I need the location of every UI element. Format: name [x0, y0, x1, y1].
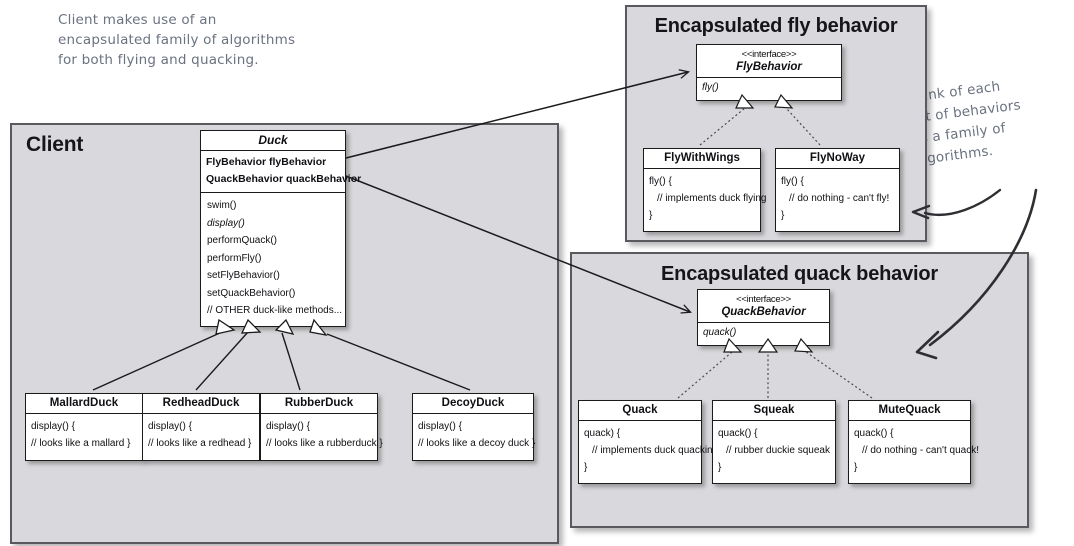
annotation-left: Client makes use of an encapsulated fami…	[58, 12, 296, 68]
decoyduck-body: display() { // looks like a decoy duck }	[418, 421, 536, 449]
flybehavior-method-fly: fly()	[702, 82, 719, 93]
class-name-mutequack: MuteQuack	[849, 401, 970, 421]
class-box-duck[interactable]: Duck FlyBehavior flyBehavior QuackBehavi…	[200, 130, 362, 327]
flywithwings-body: fly() { // implements duck flying }	[649, 176, 767, 221]
class-box-decoyduck[interactable]: DecoyDuck display() { // looks like a de…	[412, 393, 536, 461]
duck-method-setquackbehavior: setQuackBehavior()	[207, 287, 296, 299]
class-name-duck: Duck	[201, 131, 345, 151]
panel-quack-title: Encapsulated quack behavior	[661, 263, 938, 285]
duck-field-flybehavior: FlyBehavior flyBehavior	[206, 156, 327, 168]
duck-methods: swim() display() performQuack() performF…	[201, 193, 345, 326]
stereotype-interface: <<interface>>	[741, 49, 797, 60]
class-box-quack[interactable]: Quack quack) { // implements duck quacki…	[578, 400, 719, 484]
duck-method-other-comment: // OTHER duck-like methods...	[207, 305, 343, 316]
flybehavior-methods: fly()	[697, 78, 841, 100]
class-box-squeak[interactable]: Squeak quack() { // rubber duckie squeak…	[712, 400, 836, 484]
interface-box-quackbehavior[interactable]: <<interface>> QuackBehavior quack()	[697, 289, 830, 346]
panel-client-title: Client	[26, 133, 84, 156]
class-box-mallardduck[interactable]: MallardDuck display() { // looks like a …	[25, 393, 143, 461]
duck-method-setflybehavior: setFlyBehavior()	[207, 270, 280, 281]
class-box-mutequack[interactable]: MuteQuack quack() { // do nothing - can'…	[848, 400, 979, 484]
squeak-body: quack() { // rubber duckie squeak }	[718, 428, 830, 473]
redheadduck-body: display() { // looks like a redhead }	[148, 421, 252, 449]
panel-fly-title: Encapsulated fly behavior	[654, 15, 898, 37]
class-name-decoyduck: DecoyDuck	[413, 394, 533, 414]
quackbehavior-methods: quack()	[698, 323, 829, 345]
interface-box-flybehavior[interactable]: <<interface>> FlyBehavior fly()	[696, 44, 842, 101]
class-name-flynoway: FlyNoWay	[776, 149, 899, 169]
class-name-rubberduck: RubberDuck	[261, 394, 377, 414]
class-box-flynoway[interactable]: FlyNoWay fly() { // do nothing - can't f…	[775, 148, 900, 232]
class-name-flywithwings: FlyWithWings	[644, 149, 760, 169]
class-name-redheadduck: RedheadDuck	[143, 394, 259, 414]
class-box-redheadduck[interactable]: RedheadDuck display() { // looks like a …	[142, 393, 260, 461]
flynoway-body: fly() { // do nothing - can't fly! }	[781, 176, 890, 221]
class-name-squeak: Squeak	[713, 401, 835, 421]
duck-method-performfly: performFly()	[207, 252, 262, 264]
duck-method-swim: swim()	[207, 200, 237, 211]
mutequack-body: quack() { // do nothing - can't quack! }	[854, 428, 979, 473]
duck-fields: FlyBehavior flyBehavior QuackBehavior qu…	[201, 151, 362, 193]
class-box-rubberduck[interactable]: RubberDuck display() { // looks like a r…	[260, 393, 383, 461]
rubberduck-body: display() { // looks like a rubberduck }	[266, 421, 383, 449]
duck-method-performquack: performQuack()	[207, 235, 278, 246]
class-box-flywithwings[interactable]: FlyWithWings fly() { // implements duck …	[643, 148, 767, 232]
duck-field-quackbehavior: QuackBehavior quackBehavior	[206, 173, 362, 185]
interface-name-flybehavior: <<interface>> FlyBehavior	[697, 45, 841, 78]
quack-body: quack) { // implements duck quacking }	[584, 428, 719, 473]
mallardduck-body: display() { // looks like a mallard }	[31, 421, 131, 449]
interface-name-quackbehavior: <<interface>> QuackBehavior	[698, 290, 829, 323]
class-name-quack: Quack	[579, 401, 701, 421]
duck-method-display: display()	[207, 217, 245, 229]
quackbehavior-method-quack: quack()	[703, 327, 737, 338]
stereotype-interface: <<interface>>	[736, 294, 791, 305]
class-name-mallardduck: MallardDuck	[26, 394, 142, 414]
